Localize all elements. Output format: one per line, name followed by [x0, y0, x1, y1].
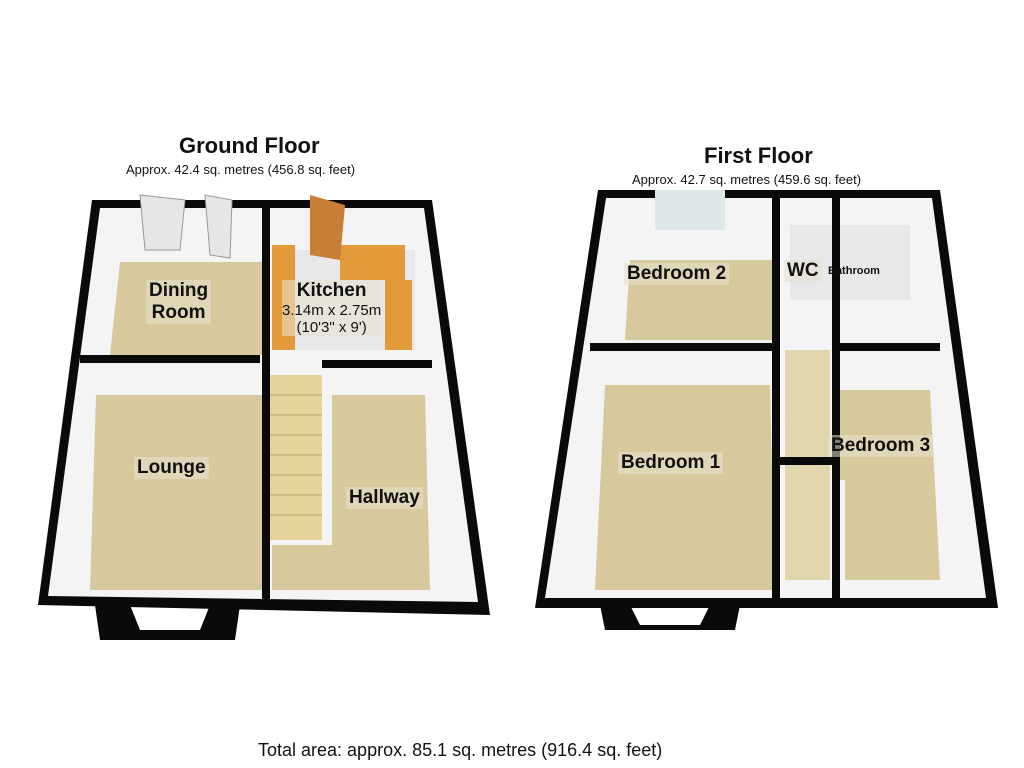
lounge-label: Lounge	[134, 457, 209, 479]
window	[655, 190, 725, 230]
kitchen-dimensions-imperial: (10'3" x 9')	[296, 319, 367, 336]
bathroom-floor	[840, 225, 910, 300]
dining-room-label-line1: Dining	[149, 280, 209, 301]
first-floor-area: Approx. 42.7 sq. metres (459.6 sq. feet)	[632, 172, 862, 187]
bathroom-label: Bathroom	[828, 265, 880, 277]
total-area: Total area: approx. 85.1 sq. metres (916…	[258, 740, 663, 760]
bay-window	[600, 605, 740, 630]
dining-room-label-line2: Room	[151, 302, 206, 323]
staircase	[270, 375, 322, 540]
ground-floor-area: Approx. 42.4 sq. metres (456.8 sq. feet)	[126, 162, 356, 177]
kitchen-label: Kitchen 3.14m x 2.75m (10'3" x 9')	[282, 280, 382, 336]
back-door	[310, 195, 345, 260]
ground-floor-title: Ground Floor	[179, 133, 320, 158]
first-floor-plan	[535, 190, 998, 630]
lounge-floor	[90, 395, 266, 590]
dining-room-label: Dining Room	[146, 280, 212, 324]
bedroom-1-label: Bedroom 1	[618, 452, 724, 474]
door	[139, 194, 186, 251]
bedroom-3-label: Bedroom 3	[828, 435, 934, 457]
kitchen-dimensions-metric: 3.14m x 2.75m	[282, 302, 382, 319]
wc-label: WC	[784, 260, 822, 282]
door	[204, 194, 233, 259]
ground-floor-plan	[38, 194, 490, 640]
first-floor-title: First Floor	[704, 143, 813, 168]
bedroom-1-floor	[595, 385, 775, 590]
bedroom-3-floor	[840, 390, 940, 580]
hallway-label: Hallway	[346, 487, 423, 509]
bedroom-2-label: Bedroom 2	[624, 263, 730, 285]
kitchen-name: Kitchen	[296, 280, 367, 301]
bay-window	[95, 605, 240, 640]
